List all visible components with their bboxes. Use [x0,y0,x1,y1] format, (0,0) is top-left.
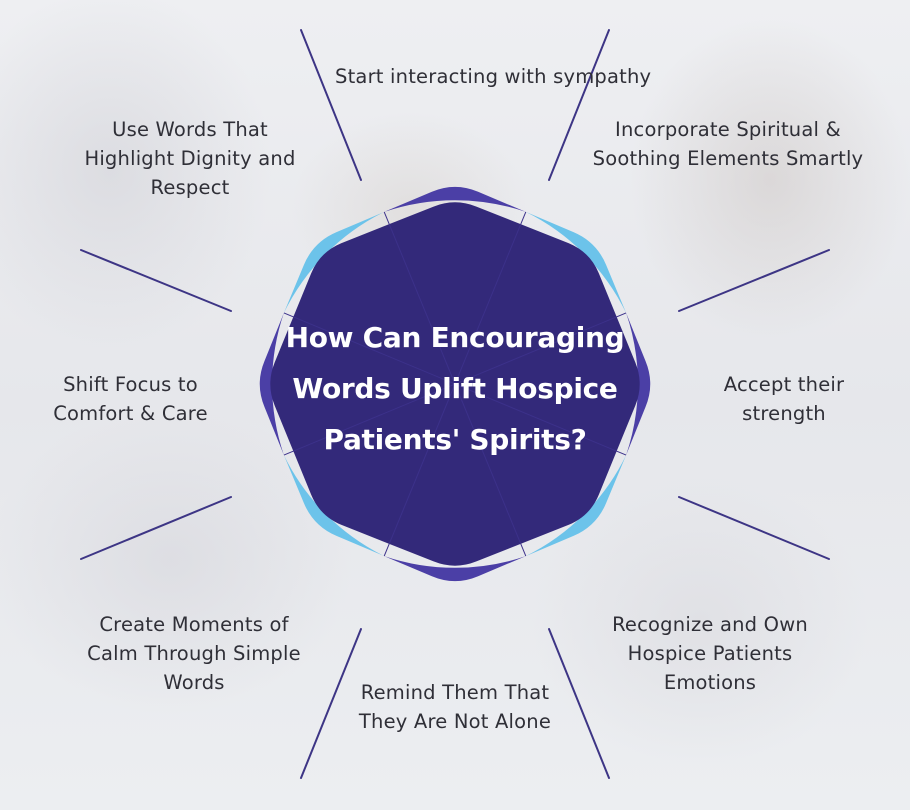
facet-line [454,383,627,456]
octagon-facets [283,211,627,557]
label-start-interacting: Start interacting with sympathy [335,65,652,88]
facet-line [454,312,627,385]
connector-lines [80,29,830,779]
connector-line [300,628,362,779]
facet-line [454,383,527,557]
connector-line [80,496,232,560]
connector-line [678,249,830,312]
label-spiritual-elements: Incorporate Spiritual & Soothing Element… [592,118,864,170]
facet-line [283,383,456,456]
ring-segment [384,556,526,582]
center-title: How Can Encouraging Words Uplift Hospice… [285,321,625,456]
label-recognize-emotions: Recognize and Own Hospice Patients Emoti… [612,613,808,694]
label-accept-strength: Accept their strength [723,373,845,425]
connector-line [548,628,610,779]
connector-line [80,249,232,312]
label-dignity-respect: Use Words That Highlight Dignity and Res… [84,118,296,199]
connector-line [300,29,362,181]
facet-line [283,312,456,385]
facet-line [383,383,456,557]
ring-segment [384,186,526,212]
connector-line [548,29,610,181]
label-shift-focus: Shift Focus to Comfort & Care [53,373,208,425]
label-remind-not-alone: Remind Them That They Are Not Alone [358,681,552,733]
facet-line [383,211,456,385]
label-moments-of-calm: Create Moments of Calm Through Simple Wo… [87,613,301,694]
connector-line [678,496,830,560]
facet-line [454,211,527,385]
